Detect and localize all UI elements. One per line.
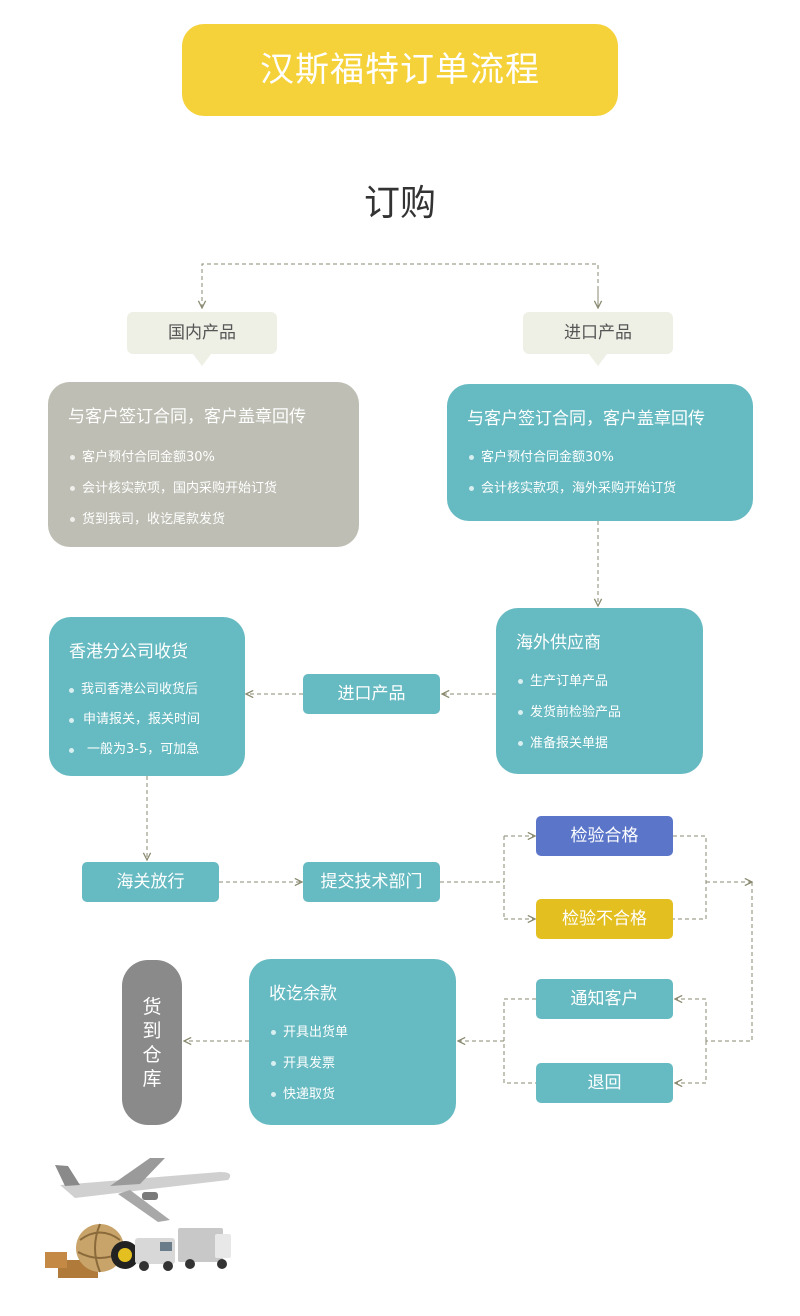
- pill-inspection-pass: 检验合格: [536, 816, 673, 856]
- card-list: 开具出货单 开具发票 快递取货: [269, 1017, 348, 1110]
- list-item: 货到我司，收讫尾款发货: [68, 504, 277, 535]
- connector-client-branch: [458, 998, 536, 1084]
- connector-rail-notify: [675, 999, 707, 1041]
- list-item: 开具出货单: [269, 1017, 348, 1048]
- card-list: 客户预付合同金额30% 会计核实款项，海外采购开始订货: [467, 442, 676, 504]
- tag-domestic-product: 国内产品: [127, 312, 277, 366]
- tag-imported-product: 进口产品: [523, 312, 673, 366]
- tag-imported-label: 进口产品: [564, 323, 632, 343]
- hk-branch-card: 香港分公司收货 我司香港公司收货后 申请报关，报关时间 一般为3-5，可加急: [49, 617, 245, 776]
- connector-split: [201, 263, 599, 308]
- card-list: 我司香港公司收货后 申请报关，报关时间 一般为3-5，可加急: [67, 675, 200, 765]
- list-item: 客户预付合同金额30%: [467, 442, 676, 473]
- list-item: 会计核实款项，国内采购开始订货: [68, 473, 277, 504]
- cargo-box: [45, 1252, 67, 1268]
- card-list: 客户预付合同金额30% 会计核实款项，国内采购开始订货 货到我司，收讫尾款发货: [68, 442, 277, 535]
- connector-results-right: [673, 835, 752, 920]
- section-title: 订购: [363, 183, 436, 224]
- card-title: 与客户签订合同，客户盖章回传: [467, 409, 705, 429]
- connector-right-rail: [706, 882, 753, 1042]
- tag-domestic-label: 国内产品: [168, 323, 236, 343]
- pill-return: 退回: [536, 1063, 673, 1103]
- list-item: 发货前检验产品: [516, 697, 621, 728]
- pill-tech-dept: 提交技术部门: [303, 862, 440, 902]
- card-title: 与客户签订合同，客户盖章回传: [68, 407, 306, 427]
- card-list: 生产订单产品 发货前检验产品 准备报关单据: [516, 666, 621, 759]
- list-item: 准备报关单据: [516, 728, 621, 759]
- overseas-supplier-card: 海外供应商 生产订单产品 发货前检验产品 准备报关单据: [496, 608, 703, 774]
- import-contract-card: 与客户签订合同，客户盖章回传 客户预付合同金额30% 会计核实款项，海外采购开始…: [447, 384, 753, 521]
- list-item-continuation: 一般为3-5，可加急: [67, 735, 200, 765]
- pill-inspection-fail: 检验不合格: [536, 899, 673, 939]
- list-item-continuation: 申请报关，报关时间: [67, 705, 200, 735]
- tag-pointer: [589, 354, 607, 366]
- connector-rail-return: [675, 1041, 707, 1083]
- pill-customs-release: 海关放行: [82, 862, 219, 902]
- airplane: [55, 1158, 231, 1222]
- tag-pointer: [193, 354, 211, 366]
- list-item: 客户预付合同金额30%: [68, 442, 277, 473]
- connector-tech-branch: [440, 836, 505, 919]
- warehouse-label: 货到仓库: [142, 995, 162, 1090]
- balance-received-card: 收讫余款 开具出货单 开具发票 快递取货: [249, 959, 456, 1125]
- list-item: 生产订单产品: [516, 666, 621, 697]
- list-item: 开具发票: [269, 1048, 348, 1079]
- list-item: 我司香港公司收货后: [67, 675, 200, 705]
- pill-import-product: 进口产品: [303, 674, 440, 714]
- domestic-contract-card: 与客户签订合同，客户盖章回传 客户预付合同金额30% 会计核实款项，国内采购开始…: [48, 382, 359, 547]
- card-title: 海外供应商: [516, 633, 601, 653]
- airplane-truck-globe-icon: [45, 1158, 231, 1278]
- warehouse-node: 货到仓库: [122, 960, 182, 1125]
- list-item: 快递取货: [269, 1079, 348, 1110]
- list-item: 会计核实款项，海外采购开始订货: [467, 473, 676, 504]
- truck: [178, 1228, 223, 1262]
- card-title: 香港分公司收货: [69, 642, 188, 662]
- page-banner: 汉斯福特订单流程: [182, 24, 618, 116]
- pill-notify-client: 通知客户: [536, 979, 673, 1019]
- card-title: 收讫余款: [269, 984, 337, 1004]
